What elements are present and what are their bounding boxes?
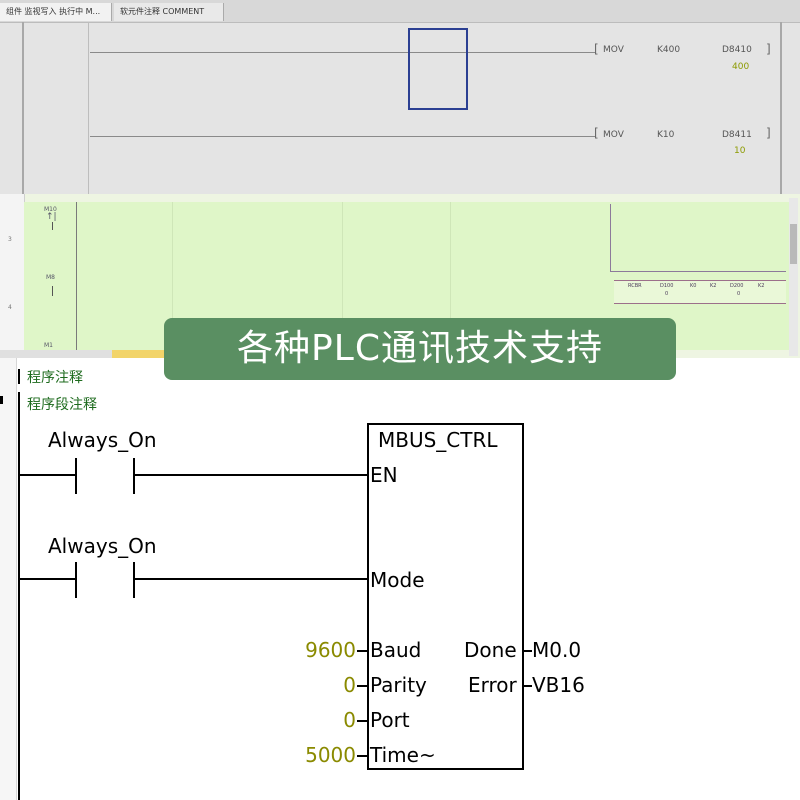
output-rail-segment	[610, 204, 611, 272]
contact-2-left-bar	[75, 562, 77, 598]
contact-m8-label: M8	[46, 274, 55, 281]
contact-1-right-bar	[133, 458, 135, 494]
rung-1-wire	[90, 52, 595, 53]
contact-m10-bar	[52, 222, 53, 230]
row-number-3: 3	[8, 236, 12, 243]
top-tab-bar: 组件 监视写入 执行中 M... 软元件注释 COMMENT	[0, 0, 800, 23]
comment-marker	[18, 369, 20, 384]
port-value[interactable]: 0	[343, 708, 356, 732]
mbus-ctrl-block[interactable]	[367, 423, 524, 770]
time-stub	[357, 755, 367, 757]
pin-done: Done	[464, 638, 517, 662]
instr-rcbr: RCBR	[628, 283, 642, 289]
rung-1-bracket: [	[594, 42, 599, 56]
status-strip	[0, 350, 112, 358]
pin-baud: Baud	[370, 638, 422, 662]
promo-banner: 各种PLC通讯技术支持	[164, 318, 676, 380]
row-number-4: 4	[8, 304, 12, 311]
contact-2-label[interactable]: Always_On	[48, 534, 157, 558]
time-value[interactable]: 5000	[305, 743, 356, 767]
top-ladder-pane: 组件 监视写入 执行中 M... 软元件注释 COMMENT [ MOV K40…	[0, 0, 800, 194]
network-gutter	[0, 358, 17, 800]
pin-parity: Parity	[370, 673, 427, 697]
rung-2-wire	[90, 136, 595, 137]
instr-k0: K0	[690, 283, 697, 289]
contact-column-line	[88, 22, 89, 194]
pin-mode: Mode	[370, 568, 425, 592]
contact-1-label[interactable]: Always_On	[48, 428, 157, 452]
contact-m1-label: M1	[44, 342, 53, 349]
green-left-rail	[76, 202, 77, 350]
rung-2-wire-right	[135, 578, 368, 580]
done-stub	[522, 650, 532, 652]
network-marker	[0, 396, 3, 404]
tab-monitor[interactable]: 组件 监视写入 执行中 M...	[0, 3, 112, 21]
pin-port: Port	[370, 708, 410, 732]
instruction-row[interactable]	[614, 280, 786, 304]
grid-line	[450, 202, 451, 350]
rung-2-instruction[interactable]: MOV	[603, 130, 624, 140]
rung-1-wire-left	[20, 474, 76, 476]
contact-m8-bar	[52, 286, 53, 296]
rung-1-dest[interactable]: D8410	[722, 45, 752, 55]
pin-error: Error	[468, 673, 517, 697]
rung-2-source[interactable]: K10	[657, 130, 675, 140]
grid-line	[342, 202, 343, 350]
grid-line	[172, 202, 173, 350]
baud-stub	[357, 650, 367, 652]
program-comment[interactable]: 程序注释	[27, 370, 83, 386]
parity-value[interactable]: 0	[343, 673, 356, 697]
rung-2-current-value: 10	[734, 146, 746, 156]
edit-cursor-box[interactable]	[408, 28, 468, 110]
baud-value[interactable]: 9600	[305, 638, 356, 662]
rung-2-wire-left	[20, 578, 76, 580]
rung-2-dest[interactable]: D8411	[722, 130, 752, 140]
instr-d200: D200	[730, 283, 744, 289]
rung-2-bracket-end: ]	[766, 126, 771, 140]
pin-time: Time~	[370, 743, 436, 767]
vertical-scrollbar[interactable]	[789, 198, 798, 356]
port-stub	[357, 720, 367, 722]
rung-1-current-value: 400	[732, 62, 750, 72]
instr-subval-2: 0	[737, 291, 741, 297]
error-value[interactable]: VB16	[532, 673, 585, 697]
instr-k2: K2	[710, 283, 717, 289]
done-value[interactable]: M0.0	[532, 638, 582, 662]
right-power-rail	[780, 22, 782, 194]
rung-1-source[interactable]: K400	[657, 45, 681, 55]
tab-device-comment[interactable]: 软元件注释 COMMENT	[114, 3, 224, 21]
output-wire	[610, 271, 786, 272]
left-power-rail	[18, 392, 20, 800]
pin-en: EN	[370, 463, 398, 487]
contact-2-right-bar	[133, 562, 135, 598]
contact-m10-label: M10	[44, 206, 57, 213]
rung-2-bracket: [	[594, 126, 599, 140]
error-stub	[522, 685, 532, 687]
instr-subval-1: 0	[665, 291, 669, 297]
status-strip-highlight	[112, 350, 164, 358]
block-title: MBUS_CTRL	[378, 428, 498, 452]
rising-edge-icon: ↑|	[46, 212, 57, 222]
scrollbar-thumb[interactable]	[790, 224, 797, 264]
parity-stub	[357, 685, 367, 687]
network-comment[interactable]: 程序段注释	[27, 397, 97, 413]
instr-d100: D100	[660, 283, 674, 289]
rung-1-wire-right	[135, 474, 368, 476]
instr-k2b: K2	[758, 283, 765, 289]
row-number-gutter: 3 4	[0, 194, 25, 358]
left-power-rail	[22, 22, 24, 194]
rung-1-instruction[interactable]: MOV	[603, 45, 624, 55]
contact-1-left-bar	[75, 458, 77, 494]
rung-1-bracket-end: ]	[766, 42, 771, 56]
